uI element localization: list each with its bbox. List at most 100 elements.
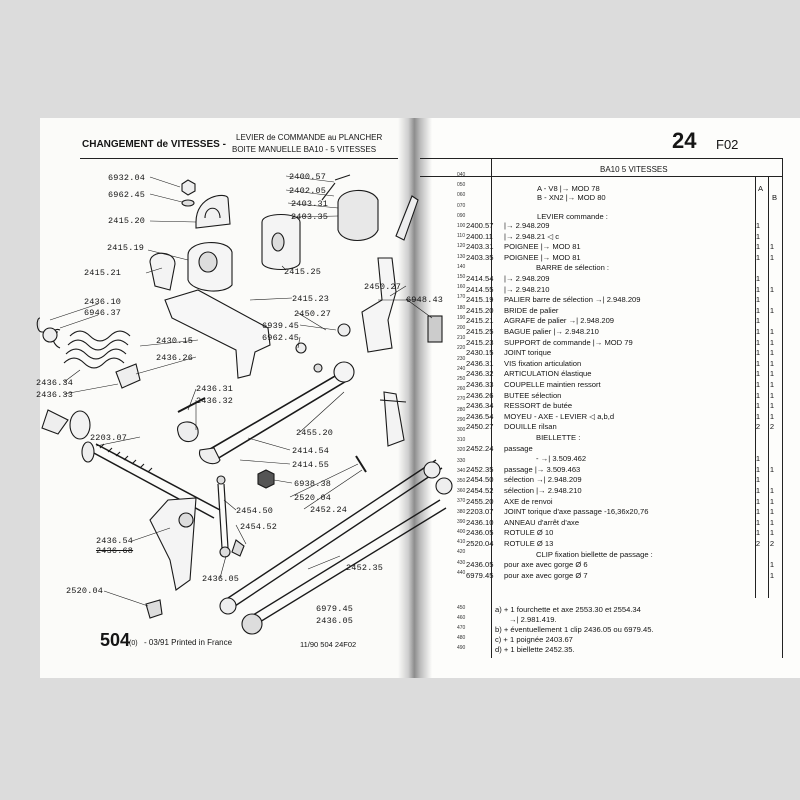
qty-b: 1 <box>769 337 775 347</box>
part-description: PALIER barre de sélection →| 2.948.209 <box>504 295 641 305</box>
cup-2436-26-icon <box>115 363 141 389</box>
part-code: 2414.55 <box>466 284 494 294</box>
ball-stud-icon <box>355 455 367 473</box>
qty-b: 2 <box>769 539 775 548</box>
subtitle-levier: LEVIER de COMMANDE au PLANCHER <box>236 133 383 142</box>
qty-b: 1 <box>769 284 775 294</box>
label-2450-27-b: 2450.27 <box>294 309 332 319</box>
part-description: DOUILLE rilsan <box>504 422 557 432</box>
part-code: 2403.35 <box>466 252 494 262</box>
elastic-joint-icon <box>177 421 199 443</box>
levier-heading: LEVIER commande : <box>537 212 608 221</box>
line-number: 300 <box>457 427 466 433</box>
part-description: ROTULE Ø 13 <box>504 539 554 548</box>
column-a-header: A <box>758 184 764 193</box>
qty-b: 2 <box>769 422 775 432</box>
washer-icon <box>181 199 195 207</box>
label-2436-05-b: 2436.05 <box>316 616 354 626</box>
label-2415-23: 2415.23 <box>292 294 330 304</box>
footnote-line-number: 450 <box>457 605 466 611</box>
part-code: 2436.31 <box>466 358 494 368</box>
footnote-line-number: 480 <box>457 635 466 641</box>
hub-lever-icon <box>149 497 197 591</box>
part-code: 2415.25 <box>466 327 494 336</box>
qty-a: 1 <box>755 316 761 326</box>
footnote-line-number: 460 <box>457 615 466 621</box>
qty-a: 1 <box>755 369 761 379</box>
part-code: 2454.50 <box>466 475 494 485</box>
footnote: a) + 1 fourchette et axe 2553.30 et 2554… <box>495 605 641 614</box>
footer-superscript: (0) <box>129 640 138 647</box>
part-description: |→ 2.948.209 <box>504 221 550 230</box>
right-header-rule <box>420 158 782 159</box>
qty-b: 1 <box>769 411 775 421</box>
qty-b: 1 <box>769 401 775 411</box>
label-2454-50: 2454.50 <box>236 506 274 516</box>
part-code: 2452.35 <box>466 464 494 474</box>
part-description: BUTEE sélection <box>504 390 562 400</box>
footer-reference: 11/90 504 24F02 <box>300 640 357 649</box>
qty-b: 1 <box>769 327 775 336</box>
part-description: ROTULE Ø 10 <box>504 528 554 538</box>
subtitle-boite: BOITE MANUELLE BA10 - 5 VITESSES <box>232 145 377 154</box>
line-number: 350 <box>457 478 466 484</box>
line-number: 340 <box>457 467 466 474</box>
part-description: JOINT torique <box>504 348 552 358</box>
model-heading: BA10 5 VITESSES <box>600 165 668 174</box>
line-number: 100 <box>457 223 466 229</box>
part-description: COUPELLE maintien ressort <box>504 380 601 389</box>
ball-joint-icon <box>231 539 245 557</box>
line-number: 360 <box>457 488 466 495</box>
spring-icon <box>51 328 131 369</box>
part-description: RESSORT de butée <box>504 401 573 411</box>
line-number: 160 <box>457 284 466 291</box>
qty-a: 2 <box>755 539 761 548</box>
right-page <box>412 118 800 678</box>
qty-a: 1 <box>755 305 761 315</box>
label-2415-20: 2415.20 <box>108 216 146 226</box>
label-2436-10: 2436.10 <box>84 297 122 307</box>
part-code: 2403.31 <box>466 242 494 252</box>
label-2402-05: 2402.05 <box>289 186 327 196</box>
bolt-icon <box>177 397 206 413</box>
qty-a: 1 <box>755 401 761 411</box>
bracket-2415-20-icon <box>195 194 231 229</box>
qty-a: 1 <box>755 274 761 283</box>
part-description: passage <box>504 443 533 453</box>
qty-a: 1 <box>755 411 761 421</box>
qty-a: 1 <box>755 507 761 517</box>
column-b-header: B <box>772 193 778 202</box>
hub-icon <box>69 410 91 440</box>
part-description: POIGNEE |→ MOD 81 <box>504 252 581 262</box>
footnote: d) + 1 biellette 2452.35. <box>495 645 575 654</box>
section-number: 24 <box>672 128 697 153</box>
line-number: 200 <box>457 325 466 331</box>
qty-b: 1 <box>769 242 775 252</box>
label-2415-19: 2415.19 <box>107 243 145 253</box>
qty-a: 1 <box>755 496 761 506</box>
part-description: AGRAFE de palier →| 2.948.209 <box>504 316 615 326</box>
line-number: 430 <box>457 559 466 566</box>
line-number: 390 <box>457 518 466 525</box>
book-spine <box>398 118 432 678</box>
part-description: passage |→ 3.509.463 <box>504 464 581 474</box>
col-b-line <box>768 176 769 598</box>
part-description: pour axe avec gorge Ø 6 <box>504 560 588 570</box>
qty-a: 1 <box>755 475 761 485</box>
right-edge-line <box>782 158 783 658</box>
line-number: 070 <box>457 202 466 209</box>
